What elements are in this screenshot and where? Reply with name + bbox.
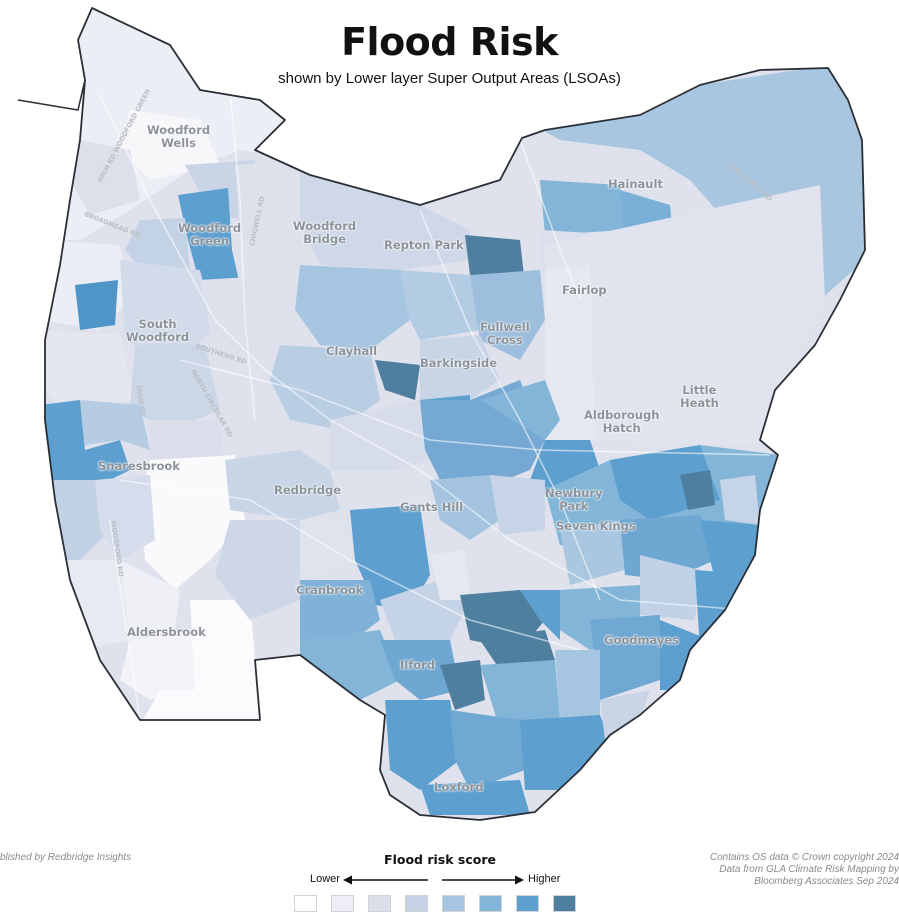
place-label: Aldborough Hatch xyxy=(584,408,660,435)
legend-swatch xyxy=(442,895,465,912)
credit-line: Data from GLA Climate Risk Mapping by xyxy=(719,864,899,875)
place-label: Snaresbrook xyxy=(98,459,180,473)
place-label: Redbridge xyxy=(274,483,341,497)
lsoa-area xyxy=(695,570,760,650)
lsoa-area xyxy=(120,560,180,640)
lsoa-area xyxy=(385,700,460,790)
legend-swatch xyxy=(516,895,539,912)
lsoa-area xyxy=(375,360,420,400)
lsoa-area xyxy=(545,265,595,440)
lsoa-area xyxy=(520,715,610,790)
map-title: Flood Risk xyxy=(341,20,558,64)
lsoa-area xyxy=(520,590,560,640)
place-label: Goodmayes xyxy=(604,633,680,647)
place-label: Cranbrook xyxy=(296,583,364,597)
place-label: Barkingside xyxy=(420,356,498,370)
place-label: Newbury Park xyxy=(545,486,603,513)
lsoa-area xyxy=(470,270,545,360)
lsoa-area xyxy=(700,520,760,580)
place-label: Woodford Bridge xyxy=(293,219,357,246)
lsoa-area xyxy=(140,455,245,590)
legend-swatch xyxy=(405,895,428,912)
lsoa-area xyxy=(545,185,825,445)
legend-high-label: Higher xyxy=(528,873,561,885)
lsoa-area xyxy=(95,475,155,560)
legend-swatches xyxy=(294,895,576,912)
credit-line: Bloomberg Associates Sep 2024 xyxy=(754,876,899,887)
lsoa-area xyxy=(120,260,215,360)
lsoa-area xyxy=(140,600,260,725)
lsoa-area xyxy=(400,270,480,340)
place-label: Loxford xyxy=(434,780,484,794)
road-network xyxy=(99,89,771,721)
lsoa-area xyxy=(420,780,530,815)
legend-swatch xyxy=(479,895,502,912)
legend-swatch xyxy=(331,895,354,912)
lsoa-area xyxy=(80,400,150,450)
place-label: Clayhall xyxy=(326,344,378,358)
legend-title: Flood risk score xyxy=(384,852,496,867)
data-source-credit: Contains OS data © Crown copyright 2024 … xyxy=(710,852,899,888)
place-label: Gants Hill xyxy=(400,500,464,514)
borough-boundary xyxy=(44,7,866,821)
lsoa-area xyxy=(270,345,380,430)
lsoa-area xyxy=(600,690,650,740)
place-label: Seven Kings xyxy=(556,519,636,533)
lsoa-area xyxy=(480,660,560,730)
place-label: Woodford Wells xyxy=(147,123,211,150)
lsoa-area xyxy=(440,660,485,710)
legend-swatch xyxy=(294,895,317,912)
lsoa-area xyxy=(450,710,525,790)
lsoa-area xyxy=(540,180,625,235)
place-label: Aldersbrook xyxy=(127,625,206,639)
lsoa-area xyxy=(300,630,400,700)
place-label: Repton Park xyxy=(384,238,464,252)
publisher-credit: blished by Redbridge Insights xyxy=(0,852,132,863)
lsoa-area xyxy=(295,265,410,350)
lsoa-area xyxy=(330,400,430,475)
lsoa-area xyxy=(480,380,560,440)
legend-swatch xyxy=(368,895,391,912)
lsoa-area xyxy=(235,160,300,265)
place-label: Fullwell Cross xyxy=(480,320,530,347)
lsoa-area xyxy=(420,335,500,400)
lsoa-area xyxy=(300,160,470,270)
place-label: Fairlop xyxy=(562,283,607,297)
place-label: Woodford Green xyxy=(178,221,242,248)
lsoa-area xyxy=(70,140,140,215)
place-label: Hainault xyxy=(608,177,663,191)
lsoa-area xyxy=(120,110,220,180)
lsoa-area xyxy=(130,345,220,430)
lsoa-area xyxy=(560,520,625,585)
lsoa-area xyxy=(215,520,300,620)
place-label: South Woodford xyxy=(126,317,190,344)
lsoa-area xyxy=(680,470,715,510)
lsoa-area xyxy=(45,330,135,410)
lsoa-area xyxy=(480,630,555,670)
lsoa-area xyxy=(590,615,660,700)
place-label: Little Heath xyxy=(680,383,719,410)
lsoa-area xyxy=(200,275,300,360)
lsoa-area xyxy=(380,640,460,700)
lsoa-area xyxy=(75,280,118,330)
lsoa-area xyxy=(555,650,600,720)
credit-line: Contains OS data © Crown copyright 2024 xyxy=(709,852,899,863)
legend-low-label: Lower xyxy=(310,873,340,885)
borough-boundary xyxy=(17,79,86,111)
lsoa-area xyxy=(300,520,350,580)
lsoa-area xyxy=(178,188,240,285)
map-subtitle: shown by Lower layer Super Output Areas … xyxy=(278,70,621,87)
lsoa-area xyxy=(430,550,470,600)
lsoa-area xyxy=(640,555,700,620)
legend-swatch xyxy=(553,895,576,912)
lsoa-area xyxy=(720,475,760,525)
lsoa-area xyxy=(120,630,200,700)
lsoa-area xyxy=(45,400,130,490)
lsoa-area xyxy=(490,475,545,535)
place-label: Ilford xyxy=(400,658,436,672)
